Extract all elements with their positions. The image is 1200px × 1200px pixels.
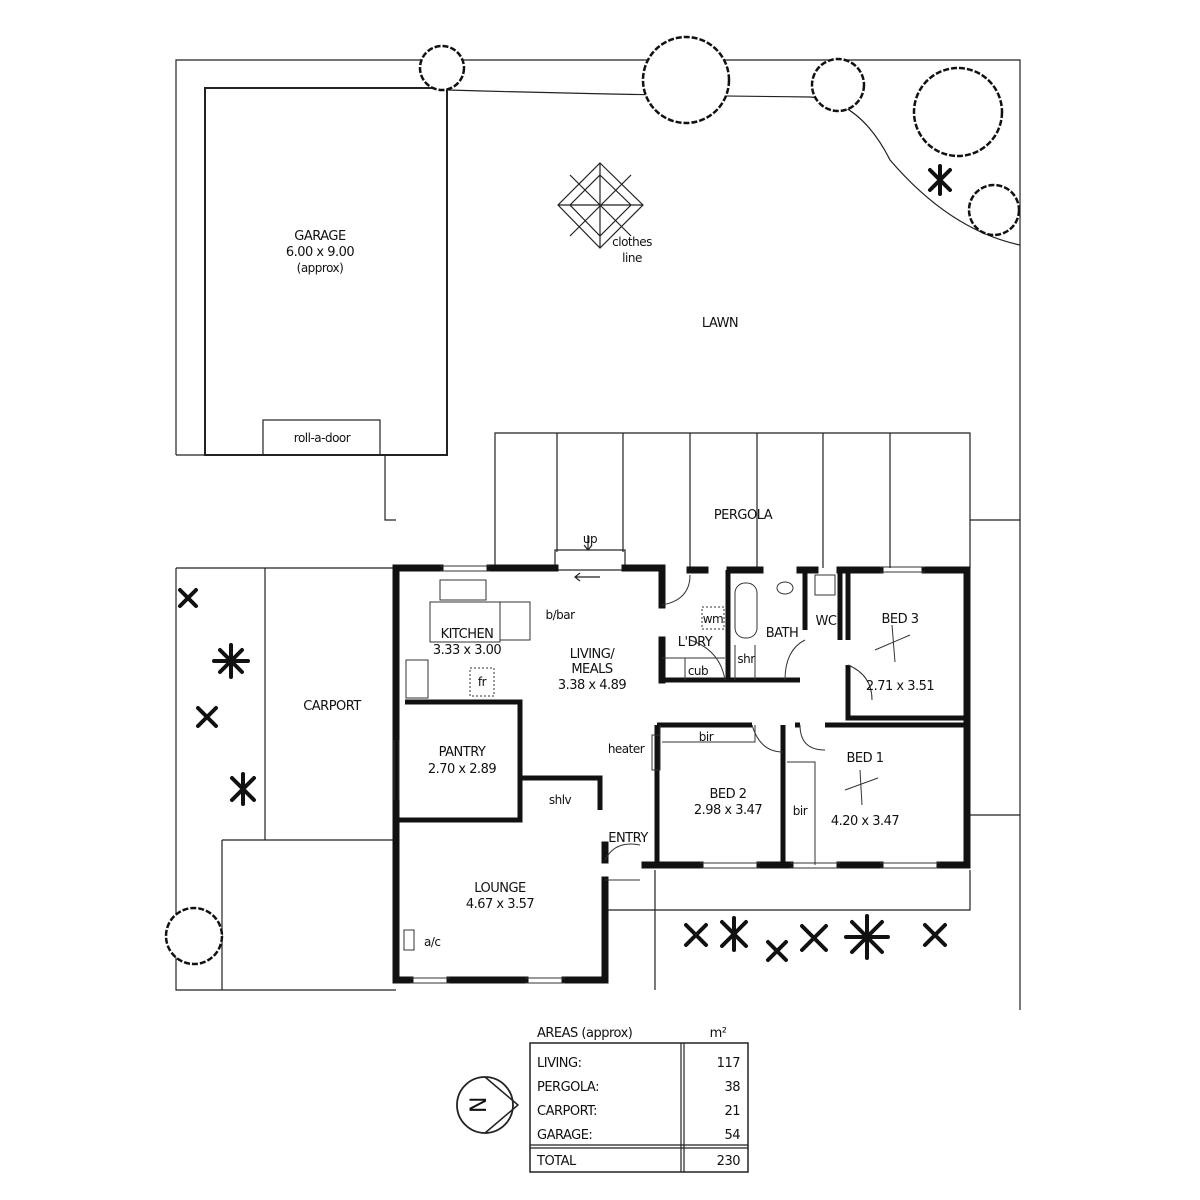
- total-label: TOTAL: [536, 1154, 577, 1169]
- room-labels: GARAGE 6.00 x 9.00 (approx) roll-a-door …: [286, 229, 935, 949]
- tree-icon: [641, 35, 731, 125]
- garage-size: 6.00 x 9.00: [286, 245, 355, 260]
- area-value: 21: [724, 1104, 740, 1119]
- north-arrow-icon: N: [456, 1076, 520, 1134]
- bath-label: BATH: [766, 626, 799, 641]
- bed2-label: BED 2: [709, 787, 746, 802]
- bed2-size: 2.98 x 3.47: [694, 803, 763, 818]
- bed2-robe-label: bir: [699, 730, 714, 744]
- trees: [164, 35, 1021, 966]
- area-label: PERGOLA:: [537, 1080, 599, 1095]
- garage-note: (approx): [297, 261, 344, 275]
- shlv-label: shlv: [549, 793, 572, 807]
- laundry-label: L'DRY: [678, 635, 713, 650]
- carport-label: CARPORT: [303, 699, 361, 714]
- kitchen-label: KITCHEN: [441, 627, 494, 642]
- living-label-2: MEALS: [571, 662, 613, 677]
- tree-icon: [810, 57, 866, 113]
- area-label: CARPORT:: [537, 1104, 597, 1119]
- lounge-size: 4.67 x 3.57: [466, 897, 535, 912]
- cub-label: cub: [688, 664, 708, 678]
- pergola: [494, 432, 971, 582]
- living-size: 3.38 x 4.89: [558, 678, 627, 693]
- bed1-size: 4.20 x 3.47: [831, 814, 900, 829]
- bed1-robe-label: bir: [793, 804, 808, 818]
- bath-icon: [734, 582, 758, 639]
- stove-icon: [405, 659, 429, 699]
- ac-label: a/c: [424, 935, 441, 949]
- total-value: 230: [717, 1154, 741, 1169]
- site-boundary: [175, 59, 1021, 1010]
- shr-label: shr: [737, 652, 755, 666]
- bed3-label: BED 3: [881, 612, 918, 627]
- lawn-label: LAWN: [702, 316, 738, 331]
- bed3-size: 2.71 x 3.51: [866, 679, 935, 694]
- roll-a-door-label: roll-a-door: [294, 431, 351, 445]
- clothes-line-label: clothes: [612, 235, 652, 249]
- area-value: 54: [724, 1128, 740, 1143]
- living-label: LIVING/: [570, 647, 616, 662]
- plants: [178, 164, 952, 962]
- areas-title: AREAS (approx): [537, 1026, 632, 1041]
- area-value: 117: [717, 1056, 741, 1071]
- areas-table: AREAS (approx) m² LIVING: 117 PERGOLA: 3…: [529, 1026, 749, 1173]
- tree-icon: [164, 906, 224, 966]
- bed1-label: BED 1: [846, 751, 883, 766]
- wc-label: WC: [816, 614, 837, 629]
- bbar-label: b/bar: [545, 608, 575, 622]
- clothes-line-label-2: line: [622, 251, 642, 265]
- lounge-label: LOUNGE: [474, 881, 526, 896]
- up-label: up: [583, 532, 597, 546]
- heater-label: heater: [608, 742, 645, 756]
- toilet-icon: [814, 574, 836, 596]
- wm-label: wm: [703, 612, 724, 626]
- areas-unit: m²: [710, 1026, 727, 1041]
- pantry-size: 2.70 x 2.89: [428, 762, 497, 777]
- sink-icon: [439, 579, 487, 601]
- tree-icon: [912, 66, 1004, 158]
- pergola-label: PERGOLA: [714, 508, 773, 523]
- tree-icon: [967, 183, 1021, 237]
- clothes-line-icon: [557, 162, 644, 249]
- fixtures: [403, 574, 911, 951]
- fridge-label: fr: [478, 675, 487, 689]
- house-walls: [392, 564, 971, 984]
- entry-label: ENTRY: [608, 831, 648, 846]
- area-label: LIVING:: [537, 1056, 581, 1071]
- pantry-label: PANTRY: [439, 745, 486, 760]
- tree-icon: [418, 44, 466, 92]
- area-label: GARAGE:: [537, 1128, 592, 1143]
- area-value: 38: [724, 1080, 740, 1095]
- garage: [204, 87, 448, 456]
- north-label: N: [467, 1097, 492, 1113]
- garage-label: GARAGE: [294, 229, 346, 244]
- kitchen-size: 3.33 x 3.00: [433, 643, 502, 658]
